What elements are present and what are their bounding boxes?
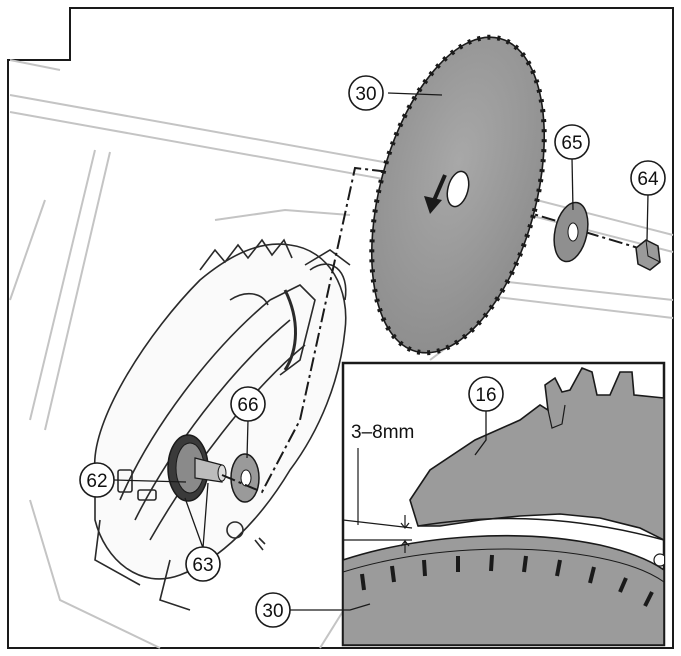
assembly-axis-lines — [221, 166, 646, 494]
arbor-assembly — [167, 434, 227, 502]
callout-64: 64 — [630, 160, 666, 196]
callout-62: 62 — [79, 462, 115, 498]
callout-66: 66 — [230, 386, 266, 422]
detail-inset: 3–8mm — [341, 361, 666, 647]
leader-lines — [113, 92, 649, 611]
svg-text:66: 66 — [237, 395, 258, 416]
blade-nut — [635, 239, 661, 271]
svg-text:64: 64 — [637, 169, 659, 190]
callout-30-detail: 30 — [255, 592, 291, 628]
svg-text:65: 65 — [561, 133, 582, 154]
saw-blade-main — [369, 34, 547, 356]
svg-text:30: 30 — [355, 84, 376, 105]
callout-16: 16 — [468, 376, 504, 412]
inner-flange — [230, 453, 260, 503]
callout-65: 65 — [554, 124, 590, 160]
outer-flange — [553, 201, 589, 263]
svg-text:16: 16 — [475, 385, 496, 406]
svg-text:63: 63 — [192, 555, 213, 576]
svg-text:30: 30 — [262, 601, 283, 622]
saw-housing — [94, 238, 351, 611]
outer-frame — [7, 7, 674, 649]
callout-63: 63 — [185, 546, 221, 582]
gap-dimension-label: 3–8mm — [351, 422, 414, 443]
saw-blade-detail — [343, 534, 664, 645]
svg-text:62: 62 — [86, 471, 107, 492]
callout-30-main: 30 — [348, 75, 384, 111]
